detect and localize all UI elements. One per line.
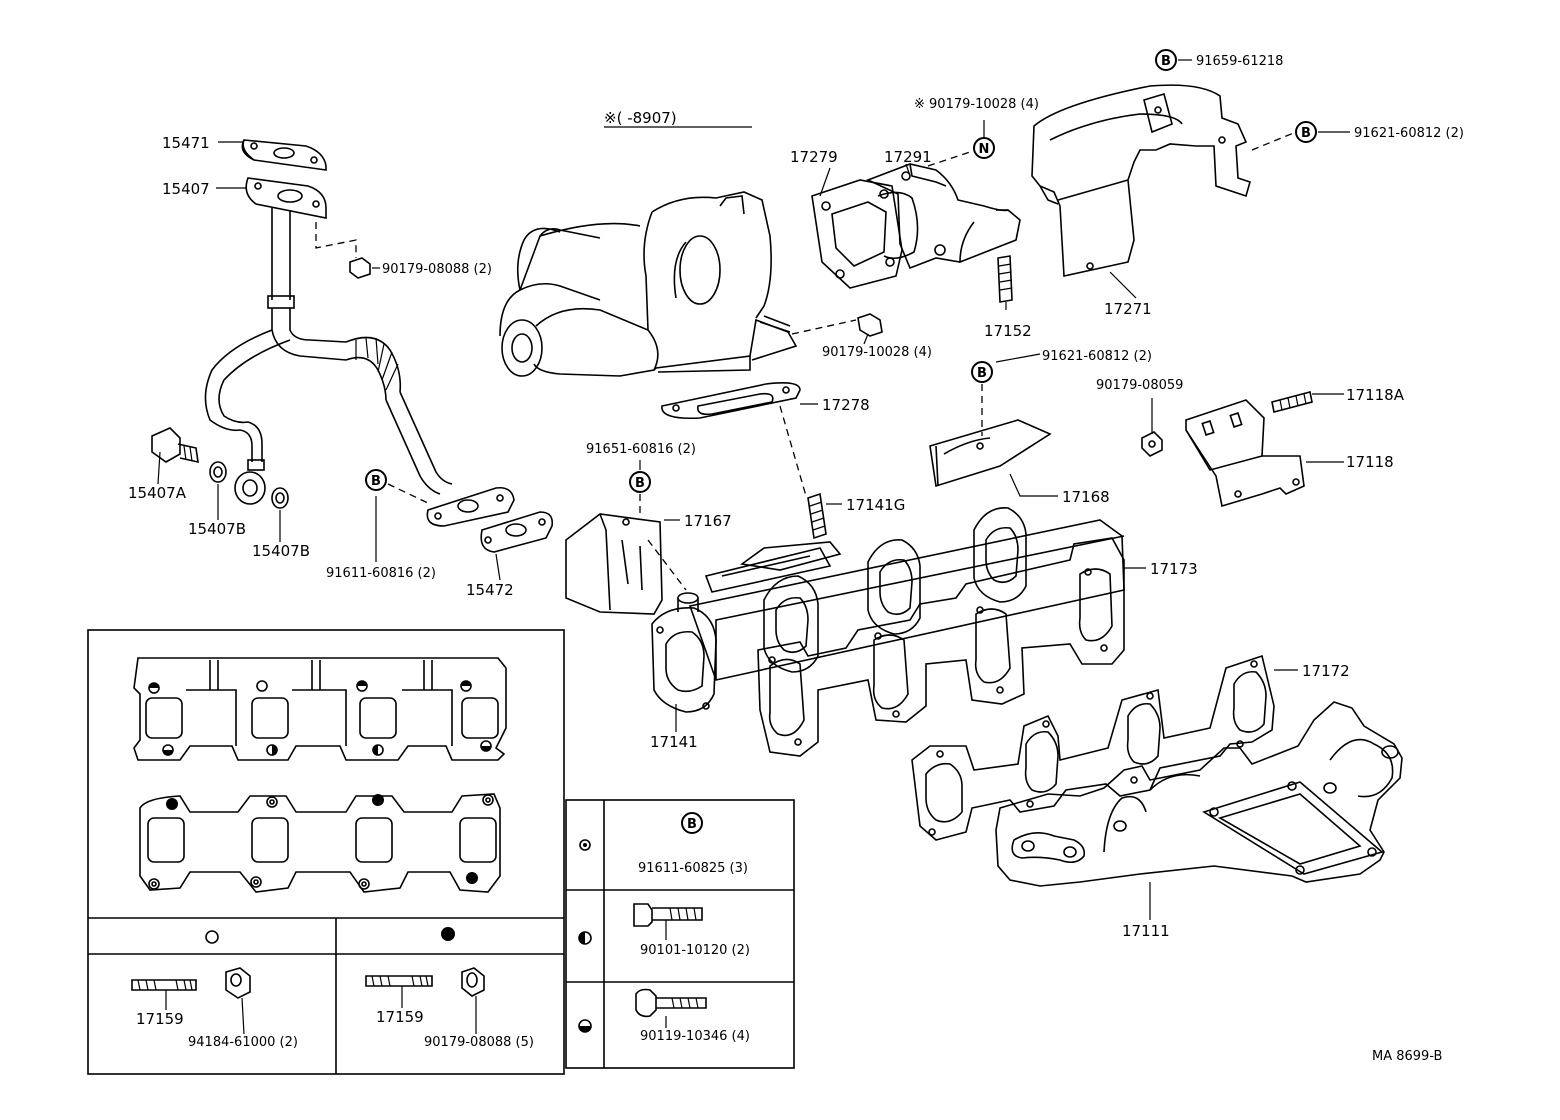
label-91621-60812-mid: 91621-60812 (2) (1042, 349, 1152, 364)
n-marker: N (973, 137, 995, 159)
heat-insulator-17271 (1031, 84, 1297, 277)
label-15471: 15471 (162, 134, 210, 152)
label-17279: 17279 (790, 148, 838, 166)
b-marker-91621-top: B (1295, 121, 1317, 143)
exhaust-manifold-17111 (995, 701, 1403, 887)
nut-90179-08059 (1141, 431, 1163, 457)
label-17141: 17141 (650, 733, 698, 751)
open-circle-symbol (205, 930, 219, 944)
stud-17141g (807, 492, 827, 540)
label-17118a: 17118A (1346, 386, 1405, 404)
label-17291: 17291 (884, 148, 932, 166)
bracket-17118 (1185, 399, 1305, 508)
label-91621-60812-top: 91621-60812 (2) (1354, 126, 1464, 141)
heat-shield-17168 (929, 384, 1052, 488)
label-17152: 17152 (984, 322, 1032, 340)
oil-feed-pipe-assembly (151, 139, 554, 553)
label-15407a: 15407A (128, 484, 187, 502)
svg-text:B: B (635, 476, 645, 491)
b-marker-91651: B (629, 471, 651, 493)
stud-17118a (1271, 391, 1313, 413)
label-91651-60816: 91651-60816 (2) (586, 442, 696, 457)
svg-text:B: B (371, 474, 381, 489)
turbocharger (499, 191, 798, 377)
label-15407: 15407 (162, 180, 210, 198)
label-91659-61218: 91659-61218 (1196, 54, 1283, 69)
b-marker-table: B (681, 812, 703, 834)
label-17278: 17278 (822, 396, 870, 414)
label-90179-08059: 90179-08059 (1096, 378, 1183, 393)
label-90179-10028: 90179-10028 (4) (822, 345, 932, 360)
left-nut-label: 94184-61000 (2) (188, 1035, 298, 1050)
left-stud-label: 17159 (136, 1010, 184, 1028)
heat-shield-17167 (565, 494, 687, 615)
label-17172: 17172 (1302, 662, 1350, 680)
leader-lines (157, 59, 1350, 920)
label-17167: 17167 (684, 512, 732, 530)
label-15407b-2: 15407B (252, 542, 310, 560)
label-17271: 17271 (1104, 300, 1152, 318)
manifold-gasket-17172 (911, 654, 1275, 841)
turbine-outlet-elbow (811, 149, 1021, 289)
diagram-code: MA 8699-B (1372, 1049, 1442, 1064)
svg-text:B: B (977, 366, 987, 381)
label-90179-08088: 90179-08088 (2) (382, 262, 492, 277)
callout-labels: 15471 15407 90179-08088 (2) 15407A 15407… (128, 54, 1464, 1064)
svg-text:B: B (687, 817, 697, 832)
table-row-3-part: 90119-10346 (4) (640, 1029, 750, 1044)
svg-text:N: N (979, 142, 990, 157)
table-row-2-part: 90101-10120 (2) (640, 943, 750, 958)
label-17118: 17118 (1346, 453, 1394, 471)
stud-17152 (997, 255, 1013, 303)
label-15407b-1: 15407B (188, 520, 246, 538)
bolt-reference-table: B 91611-60825 (3) 90101-10120 (2) 90119-… (565, 799, 795, 1069)
nut-90179-10028 (791, 313, 883, 337)
b-marker-91659: B (1155, 49, 1177, 71)
circled-letters: B B N B B B (365, 49, 1317, 493)
right-stud-label: 17159 (376, 1008, 424, 1026)
label-91611-60816: 91611-60816 (2) (326, 566, 436, 581)
b-marker-91621-mid: B (971, 361, 993, 383)
solid-circle-symbol (441, 927, 455, 941)
b-marker-91611: B (365, 469, 387, 491)
label-17168: 17168 (1062, 488, 1110, 506)
manifold-gasket-17173 (757, 537, 1125, 757)
turbo-gasket-17278 (661, 382, 807, 497)
table-row-1-part: 91611-60825 (3) (638, 861, 748, 876)
right-nut-label: 90179-08088 (5) (424, 1035, 534, 1050)
inset-gasket-box: 17159 94184-61000 (2) 17159 90179-08088 … (87, 629, 565, 1075)
label-note-range: ※( -8907) (604, 109, 677, 127)
label-90179-10028-star: ※ 90179-10028 (4) (914, 97, 1039, 112)
label-17141g: 17141G (846, 496, 905, 514)
label-15472: 15472 (466, 581, 514, 599)
svg-text:B: B (1301, 126, 1311, 141)
svg-text:B: B (1161, 54, 1171, 69)
label-17111: 17111 (1122, 922, 1170, 940)
exhaust-manifold-17141 (651, 507, 1125, 713)
label-17173: 17173 (1150, 560, 1198, 578)
